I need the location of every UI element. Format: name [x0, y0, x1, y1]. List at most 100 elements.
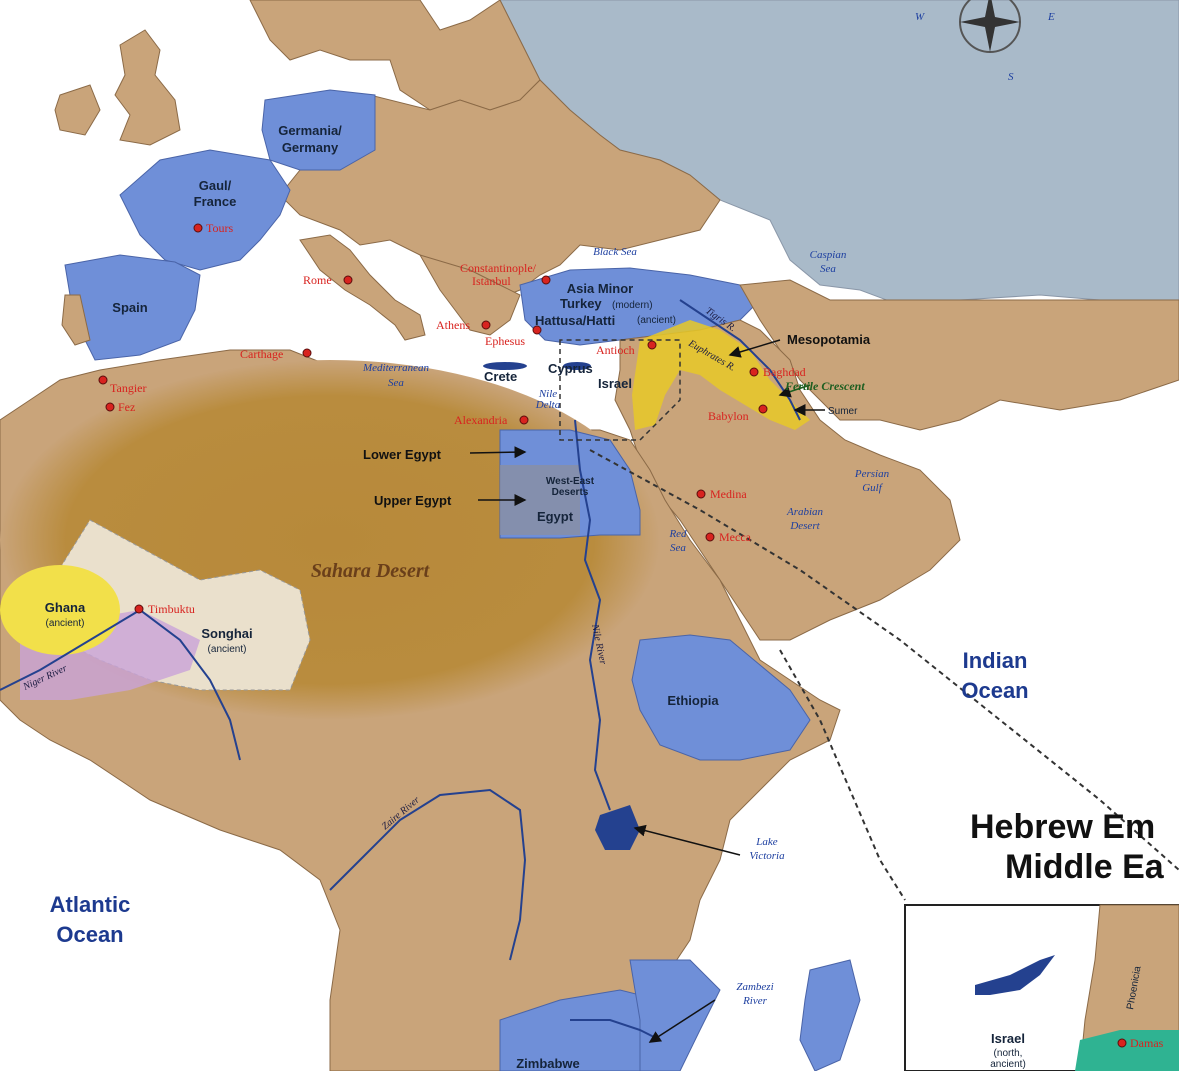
arabian-desert-1: Arabian: [786, 506, 824, 518]
caspian-label-1: Caspian: [810, 249, 847, 261]
iran-land: [739, 279, 1179, 431]
lake-victoria-1: Lake: [755, 836, 778, 848]
arrow-lake-victoria: [633, 824, 741, 856]
gaul-region: [119, 149, 291, 271]
compass-s: S: [1008, 71, 1014, 83]
crete-island: [483, 362, 527, 370]
britain-land: [114, 29, 181, 146]
turkey-note: (modern): [612, 300, 653, 311]
egypt-label: Egypt: [537, 509, 574, 524]
songhai-label: Songhai: [201, 626, 252, 641]
black-sea-label: Black Sea: [593, 246, 637, 258]
arabian-desert-2: Desert: [789, 520, 820, 532]
zimbabwe-label: Zimbabwe: [516, 1056, 580, 1071]
upper-egypt-label: Upper Egypt: [374, 493, 452, 508]
inset-title-2: Middle Ea: [1005, 848, 1165, 886]
indian-label-1: Indian: [963, 648, 1028, 673]
svg-text:(north,ancient): (north,ancient): [990, 1048, 1026, 1070]
city-babylon: Babylon: [708, 409, 749, 423]
compass-e: E: [1047, 11, 1055, 23]
crete-label: Crete: [484, 369, 517, 384]
arrow-zambezi: [648, 999, 716, 1043]
city-fez: Fez: [118, 400, 135, 414]
compass-rose-icon: [959, 0, 1021, 53]
inset-israel-region: [1075, 1030, 1179, 1071]
gaul-label-2: France: [194, 194, 237, 209]
city-tours: Tours: [206, 221, 233, 235]
persian-gulf-1: Persian: [854, 468, 890, 480]
city-tangier: Tangier: [110, 381, 146, 395]
city-ephesus: Ephesus: [485, 334, 525, 348]
europe-land: [279, 79, 721, 301]
israel-label: Israel: [598, 376, 632, 391]
city-timbuktu: Timbuktu: [148, 602, 195, 616]
gaul-label-1: Gaul/: [199, 178, 232, 193]
city-mecca: Mecca: [719, 530, 752, 544]
city-constantinople-1: Constantinople/: [460, 261, 537, 275]
city-dots: [98, 223, 1127, 1048]
inset-israel-note-2: ancient): [990, 1059, 1026, 1070]
arrow-lower-egypt: [469, 446, 527, 459]
tigris-euphrates-river: [679, 299, 801, 421]
svg-text:Constantinople/Istanbul: Constantinople/Istanbul: [460, 261, 537, 288]
hattusa-note: (ancient): [637, 315, 676, 326]
niger-river-line: [0, 608, 241, 761]
turkey-label: Turkey: [560, 296, 602, 311]
mesopotamia-label: Mesopotamia: [787, 332, 871, 347]
city-alexandria: Alexandria: [454, 413, 508, 427]
mozambique-region: [629, 959, 721, 1071]
greece-land: [418, 254, 521, 336]
arrow-mesopotamia: [728, 339, 781, 358]
zaire-river-line: [329, 788, 527, 961]
inset-israel-note-1: (north,: [994, 1048, 1023, 1059]
inset-dashed-line: [589, 449, 1179, 871]
west-east-deserts-1: West-East: [546, 476, 595, 487]
fertile-crescent-label: Fertile Crescent: [784, 379, 865, 393]
ireland-land: [54, 84, 101, 136]
mediterranean-label-1: Mediterranean: [362, 362, 429, 374]
inset-phoenicia-land: [1079, 904, 1179, 1071]
madagascar-region: [799, 959, 861, 1071]
ethiopia-label: Ethiopia: [667, 693, 719, 708]
zambezi-label-2: River: [742, 995, 768, 1007]
arrow-fertile-crescent: [778, 384, 811, 398]
italy-land: [299, 234, 426, 341]
inset-israel-label: Israel: [991, 1031, 1025, 1046]
cyprus-island: [563, 362, 591, 370]
germania-label-1: Germania/: [278, 123, 342, 138]
israel-dashed-box: [559, 339, 681, 441]
city-baghdad: Baghdad: [763, 365, 806, 379]
indian-label-2: Ocean: [961, 678, 1028, 703]
city-constantinople-2: Istanbul: [472, 274, 511, 288]
lower-egypt-label: Lower Egypt: [363, 447, 442, 462]
red-sea-label-1: Red: [668, 528, 687, 540]
ethiopia-region: [631, 634, 811, 761]
west-east-deserts-2: Deserts: [552, 487, 589, 498]
svg-text:Gaul/France: Gaul/France: [194, 178, 237, 209]
portugal-land: [61, 294, 91, 346]
cyprus-label: Cyprus: [548, 361, 593, 376]
songhai-note: (ancient): [208, 644, 247, 655]
ghana-note: (ancient): [46, 618, 85, 629]
inset-cyprus-shape: [975, 955, 1055, 995]
nile-delta-2: Delta: [535, 399, 561, 411]
sumer-label: Sumer: [828, 406, 858, 417]
hattusa-label: Hattusa/Hatti: [535, 313, 615, 328]
fertile-crescent-region: [632, 320, 810, 430]
lake-victoria-shape: [595, 805, 640, 850]
germania-region: [261, 89, 376, 171]
